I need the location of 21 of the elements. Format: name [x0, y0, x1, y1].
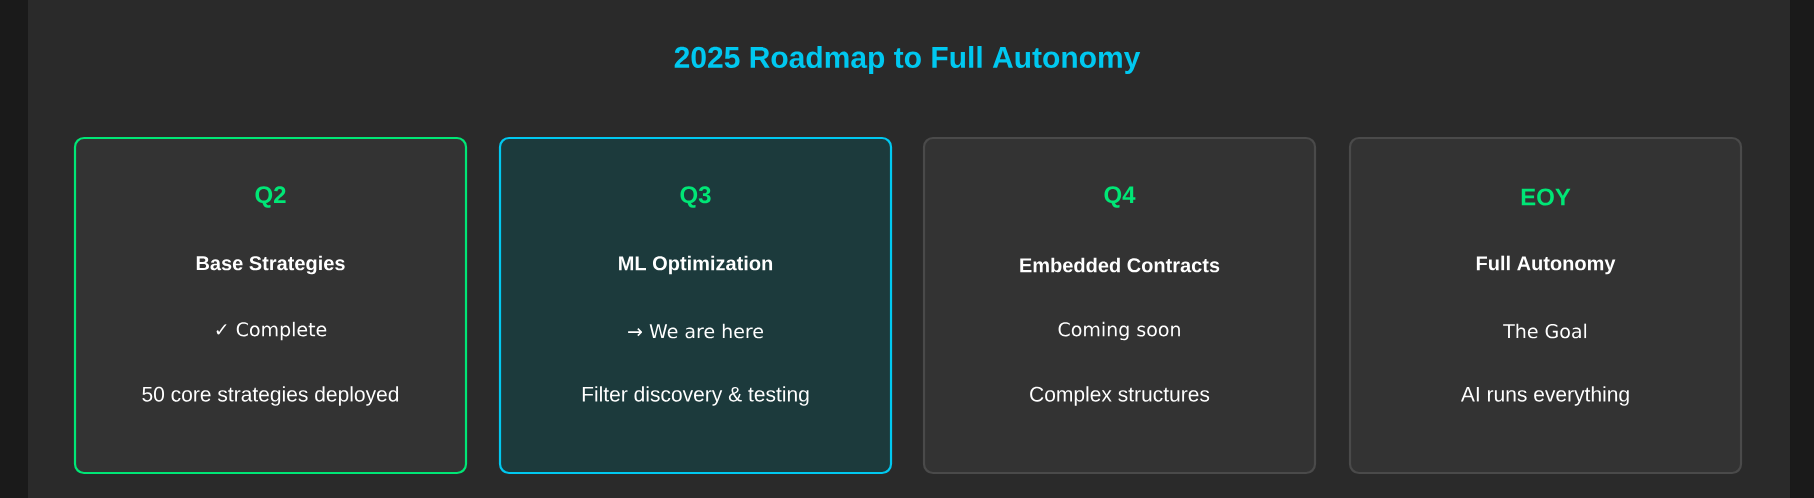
status-text: The Goal: [1503, 323, 1587, 339]
diagram-title: 2025 Roadmap to Full Autonomy: [674, 46, 1141, 74]
status-text: → We are here: [628, 323, 763, 339]
card-heading: Base Strategies: [196, 255, 345, 275]
status-text: ✓ Complete: [216, 321, 327, 341]
roadmap-card: [922, 136, 1317, 475]
card-heading: ML Optimization: [619, 255, 773, 275]
card-description: 50 core strategies deployed: [142, 386, 399, 406]
quarter-label: Q3: [680, 186, 711, 208]
status-text: Coming soon: [1058, 321, 1180, 341]
card-description: AI runs everything: [1460, 386, 1629, 406]
roadmap-card: [498, 136, 893, 475]
quarter-label: Q2: [255, 186, 286, 208]
quarter-label: Q4: [1104, 186, 1136, 208]
card-description: Complex structures: [1030, 386, 1210, 406]
roadmap-card: [73, 136, 468, 475]
card-description: Filter discovery & testing: [582, 386, 809, 406]
card-heading: Embedded Contracts: [1020, 257, 1220, 273]
card-heading: Full Autonomy: [1476, 255, 1616, 275]
quarter-label: EOY: [1521, 188, 1571, 206]
roadmap-card: [1348, 136, 1743, 475]
